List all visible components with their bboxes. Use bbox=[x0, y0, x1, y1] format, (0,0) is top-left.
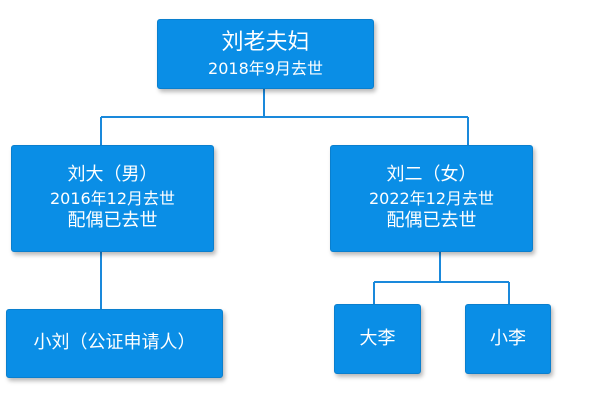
right-spouse: 配偶已去世 bbox=[386, 210, 477, 232]
node-liu-elder-couple: 刘老夫妇 2018年9月去世 bbox=[157, 19, 374, 89]
node-xiao-liu-applicant: 小刘（公证申请人） bbox=[6, 309, 223, 378]
right-name: 刘二（女） bbox=[386, 164, 477, 186]
applicant-name: 小刘（公证申请人） bbox=[33, 332, 196, 354]
left-spouse: 配偶已去世 bbox=[67, 210, 158, 232]
node-liu-er: 刘二（女） 2022年12月去世 配偶已去世 bbox=[330, 145, 533, 252]
left-name: 刘大（男） bbox=[67, 164, 158, 186]
xiaoli-name: 小李 bbox=[490, 327, 526, 349]
right-status: 2022年12月去世 bbox=[368, 188, 495, 208]
node-da-li: 大李 bbox=[334, 304, 421, 374]
node-liu-da: 刘大（男） 2016年12月去世 配偶已去世 bbox=[11, 145, 214, 252]
root-name: 刘老夫妇 bbox=[221, 30, 310, 56]
node-xiao-li: 小李 bbox=[465, 304, 551, 374]
dali-name: 大李 bbox=[359, 327, 396, 349]
root-status: 2018年9月去世 bbox=[208, 59, 323, 79]
left-status: 2016年12月去世 bbox=[49, 188, 176, 208]
